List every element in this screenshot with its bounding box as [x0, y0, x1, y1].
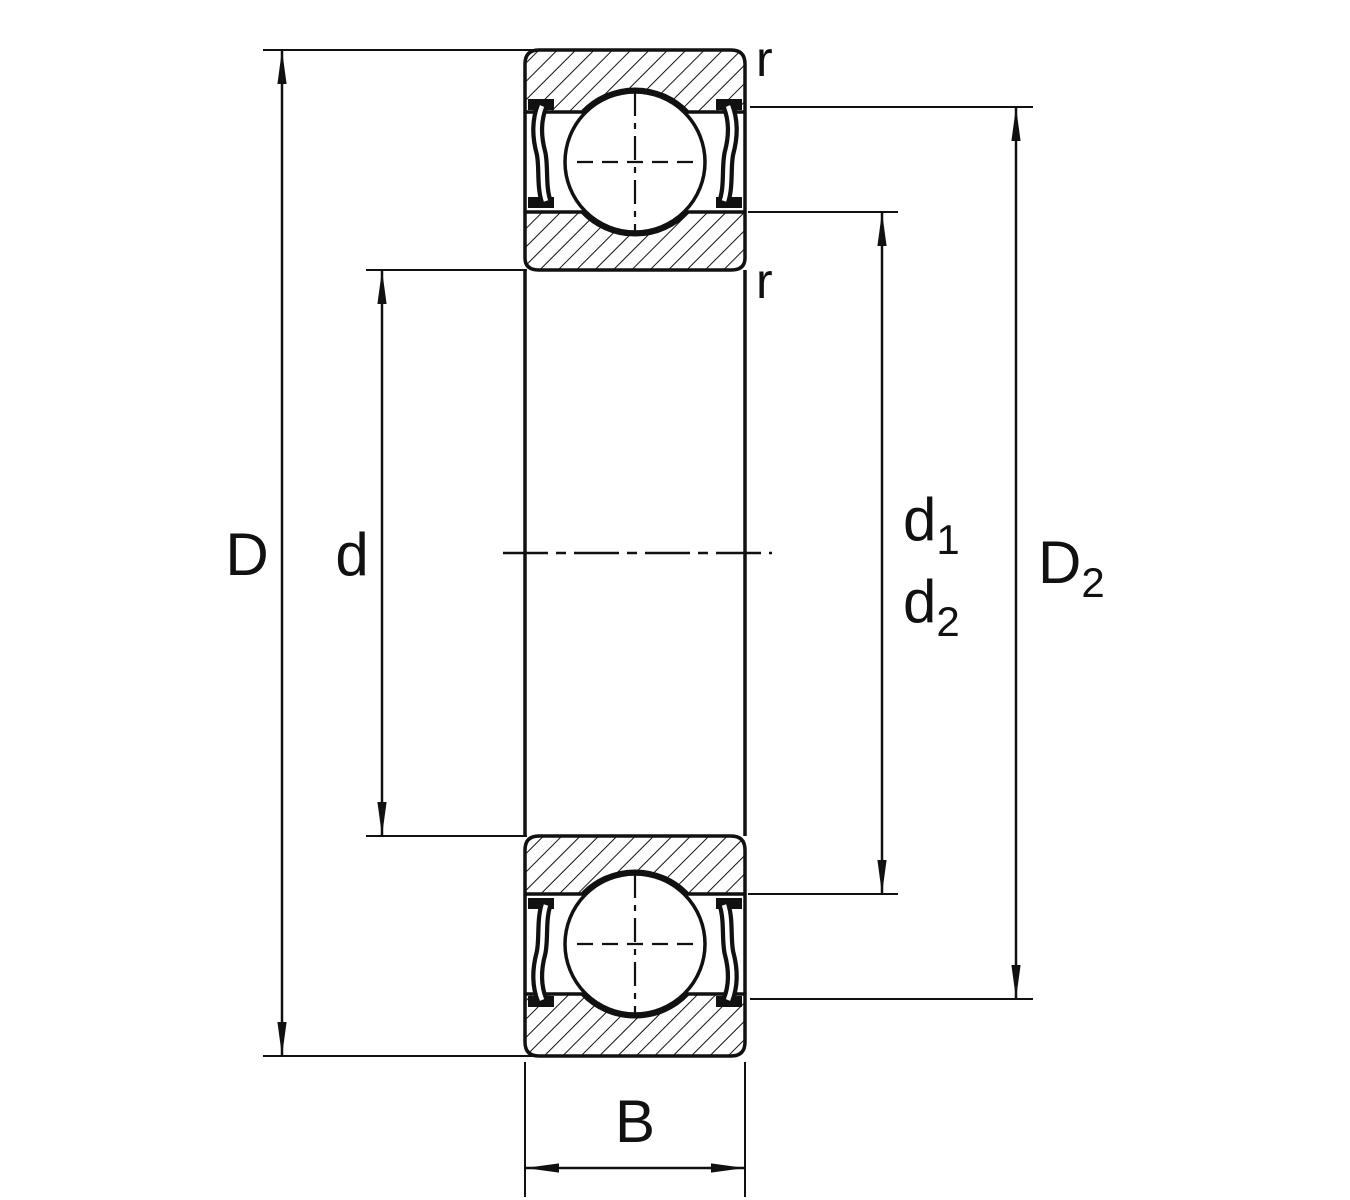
ball-bottom-centerlines	[577, 874, 693, 1014]
seal-top-right	[716, 99, 742, 208]
seal-lip-gap	[535, 904, 549, 1001]
ball-top-centerlines	[577, 92, 693, 232]
label-bore-diameter: d	[335, 521, 368, 588]
seal-anchor-icon	[716, 996, 742, 1007]
seal-bottom-right	[716, 898, 742, 1007]
seal-lip-gap	[721, 105, 735, 202]
label-d1: d1	[903, 486, 960, 563]
seal-top-left	[528, 99, 554, 208]
label-outer-diameter: D	[225, 521, 268, 588]
label-d2: d2	[903, 568, 960, 645]
seal-anchor-icon	[528, 99, 554, 110]
label-r-outer: r	[756, 31, 773, 87]
label-width: B	[615, 1088, 655, 1155]
dimension-D: D	[225, 49, 543, 1057]
outer-ring-top-cross-section	[523, 48, 747, 114]
dimension-D2: D2	[750, 106, 1105, 1000]
seal-anchor-icon	[716, 99, 742, 110]
seal-bottom-left	[528, 898, 554, 1007]
outer-ring-bottom-cross-section	[523, 992, 747, 1058]
seal-lip-gap	[721, 904, 735, 1001]
inner-ring-top-cross-section	[523, 210, 747, 272]
seal-anchor-icon	[528, 996, 554, 1007]
seal-lip-gap	[535, 105, 549, 202]
label-D2: D2	[1038, 529, 1105, 606]
dimension-d: d	[335, 269, 527, 837]
bearing-top-section	[523, 48, 747, 272]
dimension-B: B	[524, 1062, 746, 1197]
dimension-d1-d2: d1 d2	[748, 211, 960, 895]
bearing-bottom-section	[523, 834, 747, 1058]
label-r-inner: r	[756, 253, 773, 309]
